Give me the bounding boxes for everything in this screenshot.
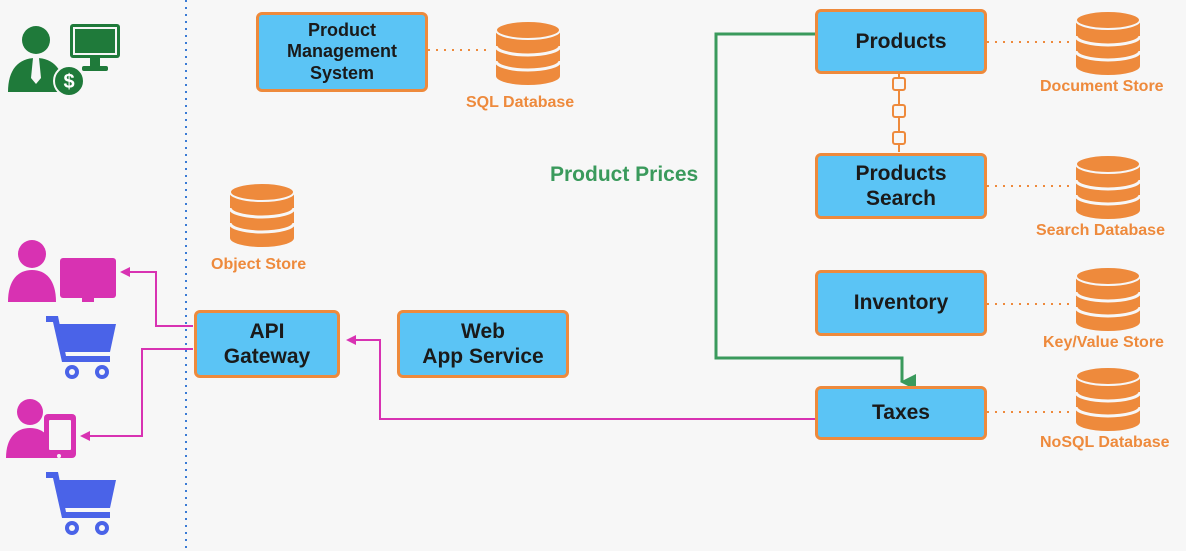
node-web-app-service: Web App Service [397,310,569,378]
node-taxes: Taxes [815,386,987,440]
node-api-gateway: API Gateway [194,310,340,378]
taxes-to-gateway-arrow [346,335,815,420]
shopping-cart-icon [46,472,116,535]
customer-icon [6,399,76,458]
node-products-search: Products Search [815,153,987,219]
desktop-icon [58,256,112,296]
store-label-sql: SQL Database [466,94,575,111]
shopping-cart-icon [46,316,116,379]
database-icon [1074,366,1142,431]
tablet-icon [57,454,61,458]
store-label-key-value: Key/Value Store [1043,334,1164,351]
node-products: Products [815,9,987,74]
admin-user-icon [8,24,120,92]
database-icon [494,20,562,85]
database-icon [1074,10,1142,75]
node-inventory: Inventory [815,270,987,336]
database-icon [1074,154,1142,219]
database-icon [1074,266,1142,331]
edge-label-product-prices: Product Prices [550,163,699,186]
chain-link-products-search [892,72,906,152]
node-product-management-system: Product Management System [256,12,428,92]
svg-text:$: $ [63,71,74,93]
gateway-to-desktop-arrow [120,267,193,327]
store-label-document: Document Store [1040,78,1164,95]
database-icon [228,182,296,247]
store-label-nosql: NoSQL Database [1040,434,1170,451]
dollar-icon: $ [53,65,85,97]
store-label-search: Search Database [1036,222,1165,239]
product-prices-arrow [714,32,916,390]
customer-icon [8,240,116,302]
store-label-object: Object Store [211,256,307,273]
gateway-to-tablet-arrow [80,348,193,441]
